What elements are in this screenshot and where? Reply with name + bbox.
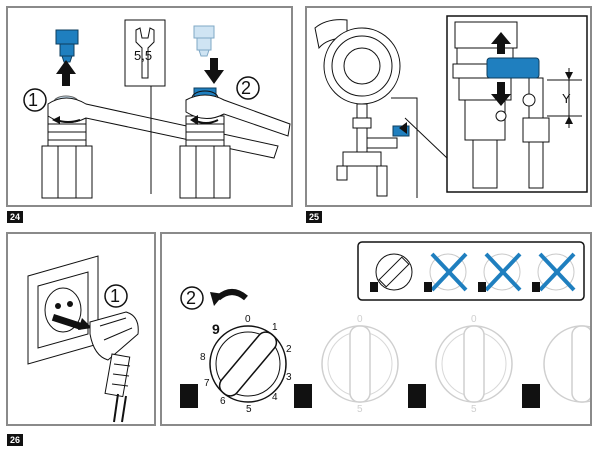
pull-arrow bbox=[51, 314, 92, 330]
knob-panel-drawing: 2 0 1 2 3 4 5 6 7 8 9 0 5 bbox=[180, 241, 590, 415]
faint-knob-4 bbox=[522, 325, 590, 408]
faint-dial-number-5: 5 bbox=[357, 404, 363, 415]
detail-inset: Y bbox=[446, 15, 588, 193]
faint-dial-number-5: 5 bbox=[471, 404, 477, 415]
blue-clip bbox=[486, 57, 540, 79]
figure-26-plug-panel: 1 bbox=[6, 232, 156, 426]
step-2-circle bbox=[236, 76, 260, 100]
knob-marker bbox=[522, 384, 540, 408]
step-2-circle bbox=[180, 286, 204, 310]
figure-25-panel: Y bbox=[305, 6, 592, 207]
wrench-size-box: 5,5 bbox=[124, 19, 166, 194]
figure-26-knobs-panel: 2 0 1 2 3 4 5 6 7 8 9 0 5 bbox=[160, 232, 592, 426]
blue-nozzle-removed bbox=[55, 29, 79, 63]
step-1-label: 1 bbox=[110, 286, 120, 306]
step-2-label: 2 bbox=[241, 78, 251, 98]
dial-number-8: 8 bbox=[200, 352, 206, 363]
light-nozzle-new bbox=[193, 25, 215, 57]
dial-number-9-highlight: 9 bbox=[212, 321, 220, 337]
figure-25-drawing: Y bbox=[314, 15, 588, 198]
main-knob: 0 1 2 3 4 5 6 7 8 9 bbox=[180, 314, 292, 415]
figure-24-panel: 1 5,5 bbox=[6, 6, 293, 207]
unplug-drawing: 1 bbox=[27, 255, 139, 423]
faint-dial-number-0: 0 bbox=[471, 314, 477, 325]
dial-number-2: 2 bbox=[286, 344, 292, 355]
dial-number-0: 0 bbox=[245, 314, 251, 325]
figure-25-number: 25 bbox=[306, 211, 323, 223]
dial-number-5: 5 bbox=[246, 404, 252, 415]
knob-marker bbox=[408, 384, 426, 408]
dimension-y-label: Y bbox=[562, 91, 571, 106]
down-arrow bbox=[204, 58, 224, 84]
figure-24-drawing: 1 5,5 bbox=[23, 19, 291, 199]
legend-knob-crossed-2 bbox=[478, 252, 522, 292]
knob-marker bbox=[294, 384, 312, 408]
plug bbox=[89, 311, 139, 423]
dial-number-6: 6 bbox=[220, 396, 226, 407]
step-2-label: 2 bbox=[186, 288, 196, 308]
faint-dial-number-0: 0 bbox=[357, 314, 363, 325]
down-arrow bbox=[491, 82, 511, 106]
dial-number-3: 3 bbox=[286, 372, 292, 383]
wall-socket bbox=[27, 255, 99, 365]
up-arrow bbox=[56, 60, 76, 86]
figure-24-number: 24 bbox=[7, 211, 24, 223]
legend-knob-crossed-3 bbox=[532, 252, 576, 292]
faint-knob-2: 0 5 bbox=[294, 314, 399, 415]
wrench-size-label: 5,5 bbox=[134, 48, 152, 63]
dial-number-7: 7 bbox=[204, 378, 210, 389]
burner-assembly bbox=[314, 19, 448, 198]
up-arrow bbox=[491, 32, 511, 54]
figure-26-number: 26 bbox=[7, 434, 24, 446]
wrench-right bbox=[185, 94, 291, 137]
dial-number-1: 1 bbox=[272, 322, 278, 333]
dial-number-4: 4 bbox=[272, 392, 278, 403]
legend-knob-selected bbox=[370, 253, 413, 292]
knob-marker bbox=[180, 384, 198, 408]
step-1-circle bbox=[23, 88, 47, 112]
legend-knob-crossed-1 bbox=[424, 252, 468, 292]
knob-legend-box bbox=[357, 241, 585, 301]
step-1-circle bbox=[104, 284, 128, 308]
faint-knob-3: 0 5 bbox=[408, 314, 513, 415]
step-1-label: 1 bbox=[28, 90, 38, 110]
rotate-arrow bbox=[210, 289, 248, 306]
